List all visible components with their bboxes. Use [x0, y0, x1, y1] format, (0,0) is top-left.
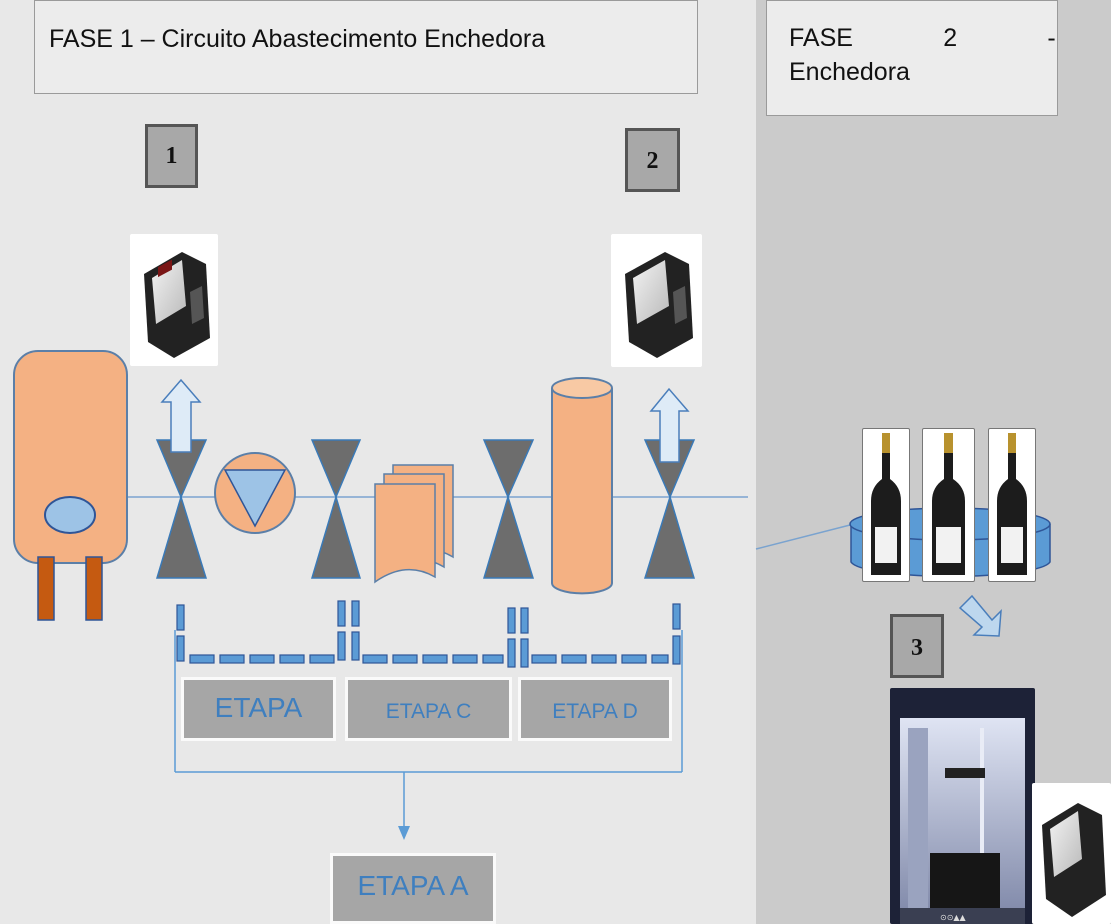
- etapa-c-box: ETAPA C: [345, 677, 512, 741]
- etapa-b-box: ETAPA: [181, 677, 336, 741]
- pump: [215, 453, 295, 533]
- stage-c-bracket: [352, 601, 515, 667]
- stage-b-bracket: [177, 601, 345, 663]
- density-meter-icon: [1032, 783, 1111, 924]
- density-meter-icon: [611, 234, 702, 367]
- svg-text:⊙⊙▲▲: ⊙⊙▲▲: [940, 913, 967, 922]
- wine-bottle-icon: [922, 428, 975, 582]
- wine-bottle-icon: [862, 428, 910, 582]
- filling-machine-icon: ⊙⊙▲▲: [890, 688, 1035, 924]
- etapa-a-label: ETAPA A: [357, 870, 468, 901]
- etapa-b-label: ETAPA: [215, 692, 303, 723]
- etapa-d-box: ETAPA D: [518, 677, 672, 741]
- arrow-to-filler: [960, 596, 1001, 636]
- density-meter-icon: [130, 234, 218, 366]
- stage-d-bracket: [521, 604, 680, 667]
- etapa-c-label: ETAPA C: [386, 700, 472, 723]
- column-vessel: [552, 378, 612, 593]
- filter: [375, 465, 453, 582]
- wine-bottle-icon: [988, 428, 1036, 582]
- valve-1: [157, 440, 206, 578]
- feed-line-to-filler: [756, 525, 850, 549]
- storage-tank: [14, 351, 127, 620]
- valve-2: [312, 440, 360, 578]
- valve-3: [484, 440, 533, 578]
- etapa-a-box: ETAPA A: [330, 853, 496, 924]
- down-arrowhead: [398, 826, 410, 840]
- etapa-d-label: ETAPA D: [552, 700, 638, 723]
